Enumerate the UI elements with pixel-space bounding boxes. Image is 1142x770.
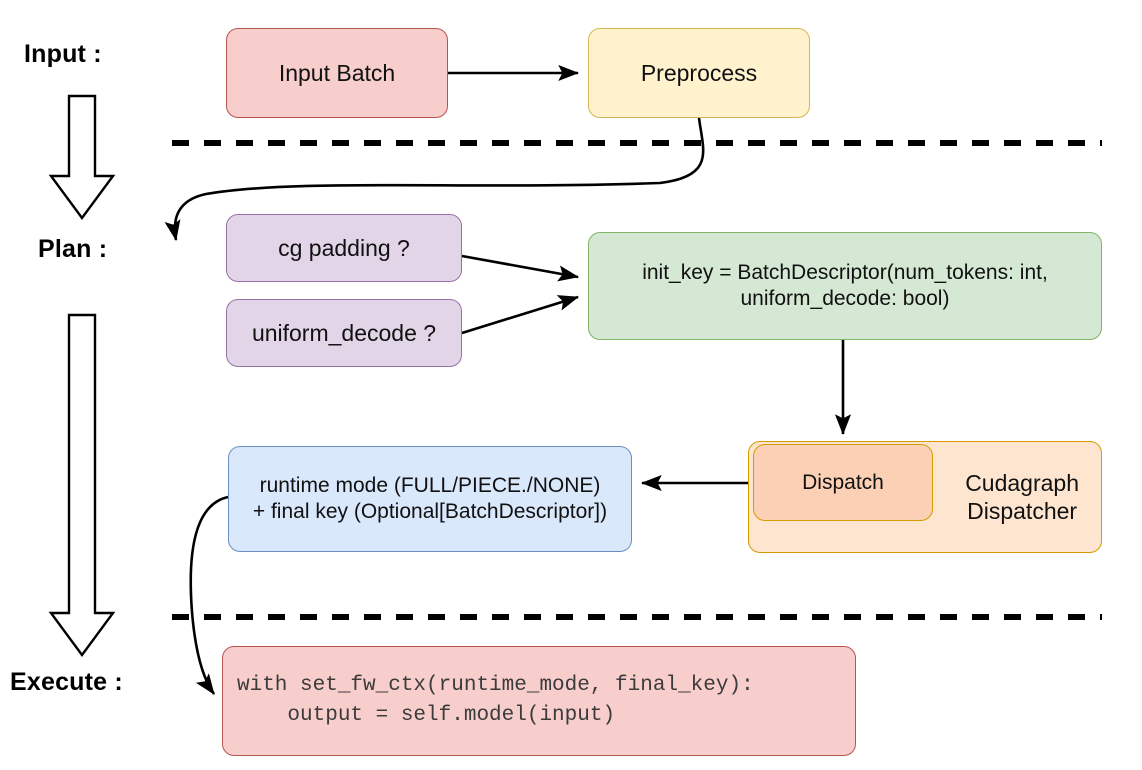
node-uniform-decode[interactable]: uniform_decode ?	[226, 299, 462, 367]
stage-label-execute: Execute :	[10, 668, 123, 696]
node-execute-code[interactable]: with set_fw_ctx(runtime_mode, final_key)…	[222, 646, 856, 756]
block-arrow-input-to-plan	[48, 94, 116, 221]
node-preprocess[interactable]: Preprocess	[588, 28, 810, 118]
node-init-key-batch-descriptor[interactable]: init_key = BatchDescriptor(num_tokens: i…	[588, 232, 1102, 340]
connector-cg-padding-to-init-key	[461, 254, 580, 282]
stage-label-input: Input :	[24, 40, 102, 68]
node-input-batch[interactable]: Input Batch	[226, 28, 448, 118]
node-dispatch[interactable]: Dispatch	[753, 444, 933, 521]
stage-label-plan: Plan :	[38, 235, 108, 263]
node-cg-padding[interactable]: cg padding ?	[226, 214, 462, 282]
block-arrow-plan-to-execute	[48, 313, 116, 658]
node-runtime-mode[interactable]: runtime mode (FULL/PIECE./NONE) + final …	[228, 446, 632, 552]
connector-uniform-decode-to-init-key	[461, 295, 579, 335]
